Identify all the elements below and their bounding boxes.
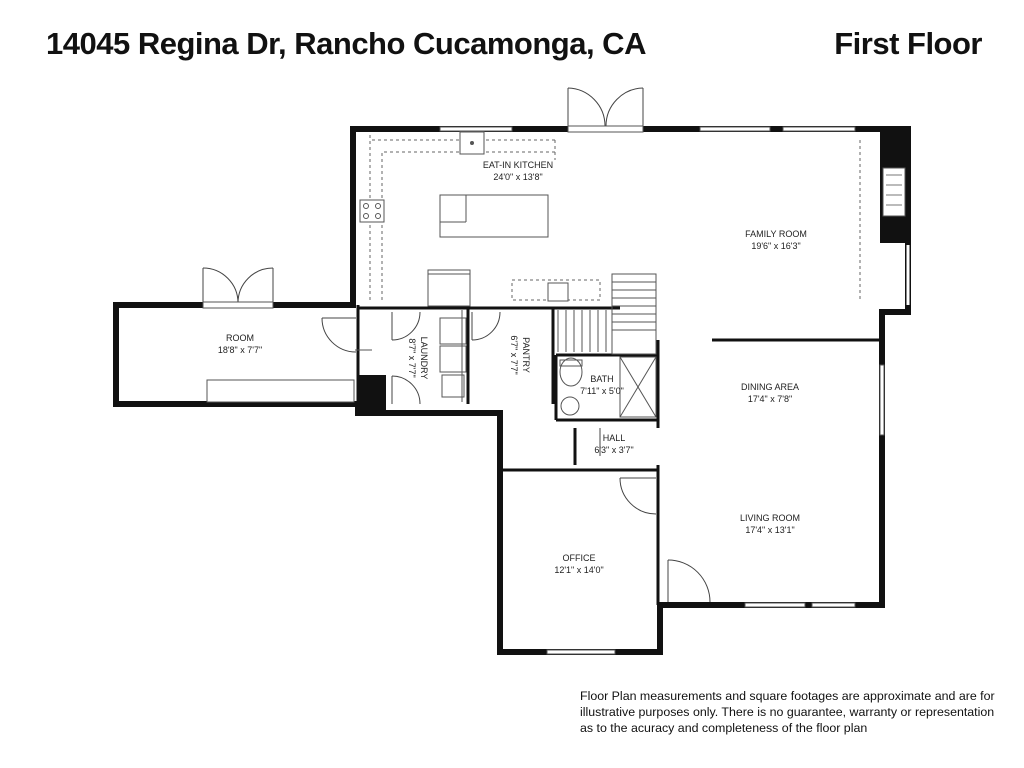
kitchen-counters	[369, 135, 861, 301]
pantry-name: PANTRY	[521, 337, 531, 373]
bath-name: BATH	[590, 374, 613, 384]
bath-fixtures	[559, 356, 657, 418]
dining-dims: 17'4" x 7'8"	[748, 394, 792, 404]
family-name: FAMILY ROOM	[745, 229, 807, 239]
family-dims: 19'6" x 16'3"	[751, 241, 800, 251]
built-in-counter	[206, 379, 355, 403]
interior-walls	[356, 305, 880, 605]
disclaimer-text: Floor Plan measurements and square foota…	[580, 689, 995, 735]
prep-sink	[547, 282, 569, 302]
hall-name: HALL	[603, 433, 626, 443]
dining-name: DINING AREA	[741, 382, 799, 392]
refrigerator	[427, 269, 471, 307]
windows	[440, 127, 910, 654]
double-doors	[202, 87, 644, 305]
stove	[359, 199, 385, 223]
property-address: 14045 Regina Dr, Rancho Cucamonga, CA	[46, 26, 646, 61]
office-dims: 12'1" x 14'0"	[554, 565, 603, 575]
room-dims: 18'8" x 7'7"	[218, 345, 262, 355]
living-name: LIVING ROOM	[740, 513, 800, 523]
office-name: OFFICE	[563, 553, 596, 563]
laundry-dims: 8'7" x 7'7"	[407, 338, 417, 377]
window-frames	[439, 126, 885, 655]
floor-label: First Floor	[834, 26, 982, 61]
wall-block	[358, 375, 386, 411]
kitchen-island	[439, 194, 549, 238]
pantry-dims: 6'7" x 7'7"	[509, 335, 519, 374]
kitchen-dims: 24'0" x 13'8"	[493, 172, 542, 182]
door-swings	[321, 311, 711, 603]
laundry-name: LAUNDRY	[419, 337, 429, 380]
laundry-appliances	[439, 310, 467, 402]
staircase	[557, 273, 657, 355]
room-name: ROOM	[226, 333, 254, 343]
bath-dims: 7'11" x 5'0"	[580, 386, 624, 396]
hall-dims: 6'3" x 3'7"	[594, 445, 633, 455]
living-dims: 17'4" x 13'1"	[745, 525, 794, 535]
kitchen-name: EAT-IN KITCHEN	[483, 160, 553, 170]
